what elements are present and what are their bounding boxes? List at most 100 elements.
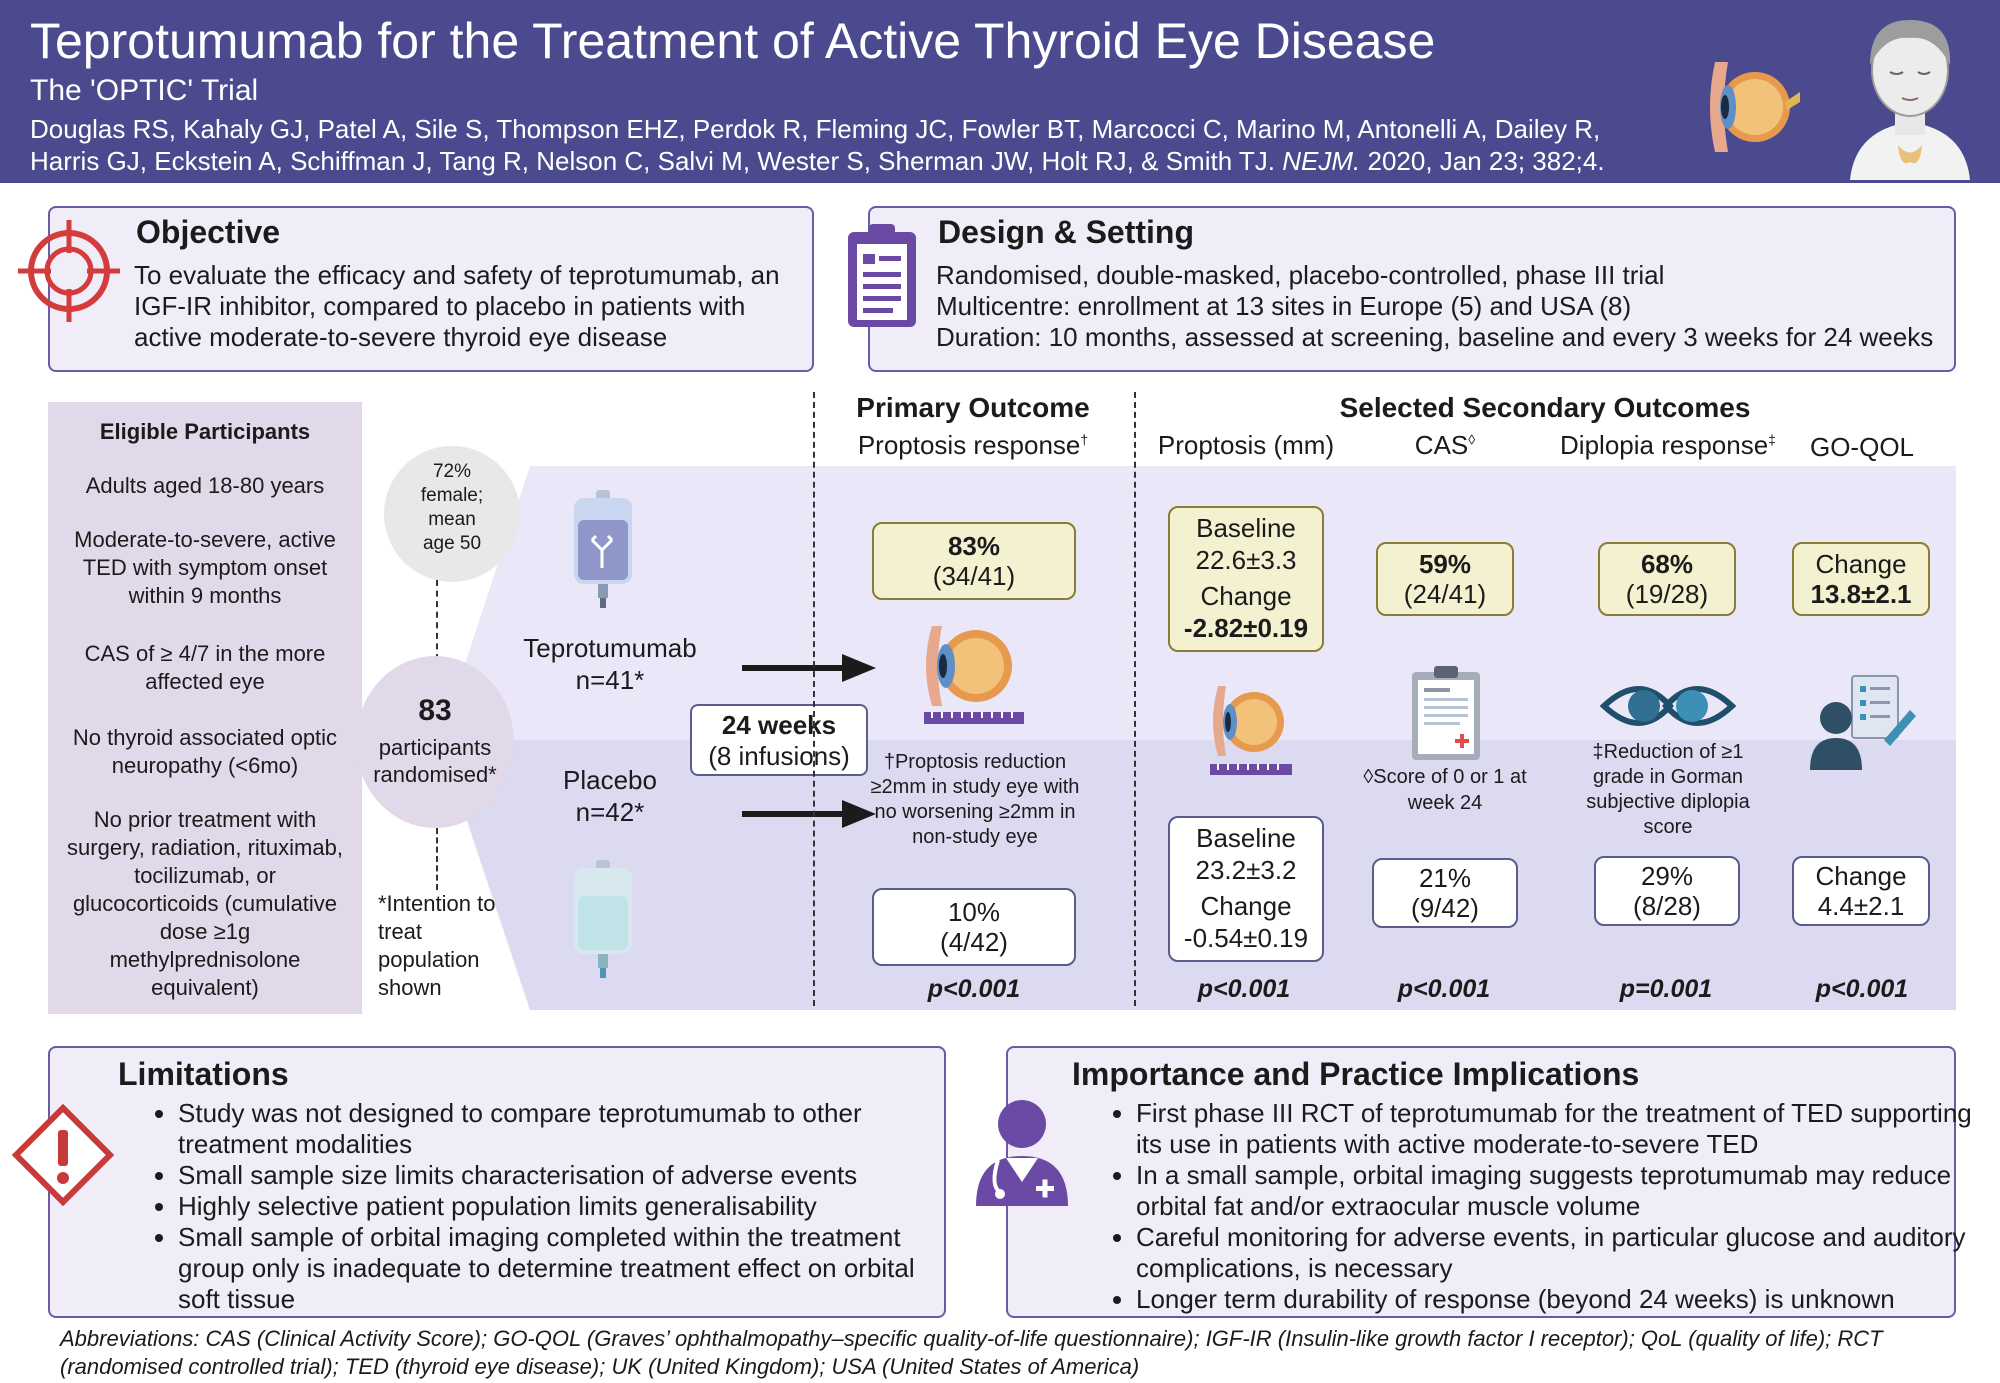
goqol-p-value-text: 4.4±2.1	[1817, 891, 1905, 921]
diplopia-t-frac: (19/28)	[1625, 579, 1709, 609]
randomised-label: participants randomised*	[373, 735, 497, 787]
primary-treatment-result: 83% (34/41)	[872, 522, 1076, 600]
iv-bag-icon	[574, 490, 632, 608]
diplopia-p-pct: 29%	[1640, 861, 1694, 891]
randomised-circle: 83 participants randomised*	[356, 656, 514, 828]
proptosis-placebo-result: Baseline 23.2±3.2 Change -0.54±0.19	[1168, 816, 1324, 962]
design-card: Design & Setting Randomised, double-mask…	[868, 206, 1956, 372]
treatment-arm-name: Teprotumumab	[523, 633, 697, 663]
proptosis-p-change: -0.54±0.19	[1183, 923, 1309, 953]
implication-item: First phase III RCT of teprotumumab for …	[1136, 1098, 1976, 1160]
warning-icon	[12, 1104, 114, 1206]
diplopia-mark: ‡	[1768, 431, 1776, 448]
primary-footnote: †Proptosis reduction ≥2mm in study eye w…	[870, 751, 1080, 848]
abbreviations-footnote: Abbreviations: CAS (Clinical Activity Sc…	[60, 1326, 1883, 1379]
eligible-item: CAS of ≥ 4/7 in the more affected eye	[84, 641, 326, 694]
page-title: Teprotumumab for the Treatment of Active…	[30, 13, 1436, 69]
cas-footnote: ◊Score of 0 or 1 at week 24	[1363, 766, 1527, 814]
goqol-t-label: Change	[1815, 549, 1907, 579]
clipboard-icon	[848, 224, 916, 327]
cas-t-frac: (24/41)	[1403, 579, 1487, 609]
treatment-arm: Teprotumumab n=41*	[500, 632, 720, 696]
goqol-t-value: 13.8±2.1	[1810, 579, 1912, 609]
cas-heading: CAS◊	[1380, 430, 1510, 461]
patient-face-icon	[1850, 20, 1970, 180]
connector-line	[436, 580, 438, 660]
authors-line-1: Douglas RS, Kahaly GJ, Patel A, Sile S, …	[30, 114, 1601, 144]
checklist-clipboard-icon	[1412, 666, 1480, 760]
target-icon	[18, 220, 120, 322]
implications-card: Importance and Practice Implications Fir…	[1006, 1046, 1972, 1318]
page-subtitle: The 'OPTIC' Trial	[30, 74, 259, 107]
doctor-icon	[976, 1100, 1068, 1206]
proptosis-t-baseline: 22.6±3.3	[1195, 545, 1297, 575]
proptosis-treatment-result: Baseline 22.6±3.3 Change -2.82±0.19	[1168, 506, 1324, 652]
design-text: Randomised, double-masked, placebo-contr…	[936, 260, 1946, 353]
double-vision-eyes-icon	[1600, 686, 1736, 726]
limitations-heading: Limitations	[118, 1056, 289, 1092]
goqol-heading: GO-QOL	[1809, 432, 1914, 462]
goqol-placebo-result: Change 4.4±2.1	[1792, 856, 1930, 926]
demographics-bubble: 72% female; mean age 50	[384, 446, 520, 582]
eye-ruler-icon	[924, 626, 1024, 724]
goqol-p-label: Change	[1815, 861, 1907, 891]
primary-treatment-frac: (34/41)	[932, 561, 1016, 591]
limitation-item: Small sample size limits characterisatio…	[178, 1160, 958, 1191]
proptosis-t-change: -2.82±0.19	[1183, 613, 1309, 643]
primary-placebo-pct: 10%	[947, 897, 1001, 927]
objective-card: Objective To evaluate the efficacy and s…	[48, 206, 814, 372]
primary-p-value: p<0.001	[927, 975, 1021, 1003]
primary-placebo-frac: (4/42)	[940, 927, 1008, 957]
primary-subheading: Proptosis response†	[828, 430, 1118, 461]
proptosis-p-change-label: Change	[1200, 891, 1292, 921]
connector-line	[436, 828, 438, 890]
proptosis-p-baseline: 23.2±3.2	[1195, 855, 1297, 885]
implication-item: In a small sample, orbital imaging sugge…	[1136, 1160, 1976, 1222]
diplopia-placebo-result: 29% (8/28)	[1594, 856, 1740, 926]
proptosis-p-baseline-label: Baseline	[1196, 823, 1296, 853]
demographics-text: 72% female; mean age 50	[420, 461, 484, 554]
proptosis-t-baseline-label: Baseline	[1196, 513, 1296, 543]
proptosis-t-change-label: Change	[1200, 581, 1292, 611]
column-separator	[813, 392, 815, 1006]
limitations-list: Study was not designed to compare teprot…	[142, 1098, 958, 1315]
primary-treatment-pct: 83%	[947, 531, 1001, 561]
implication-item: Longer term durability of response (beyo…	[1136, 1284, 1976, 1315]
iv-bag-icon	[574, 860, 632, 978]
itt-note: *Intention to treat population shown	[378, 891, 496, 1000]
cas-p-value: p<0.001	[1397, 975, 1491, 1003]
cas-t-pct: 59%	[1418, 549, 1472, 579]
implications-heading: Importance and Practice Implications	[1072, 1056, 1640, 1092]
cas-p-pct: 21%	[1418, 863, 1472, 893]
treatment-arm-n: n=41*	[575, 665, 645, 695]
limitation-item: Study was not designed to compare teprot…	[178, 1098, 958, 1160]
placebo-arm-n: n=42*	[575, 797, 645, 827]
diplopia-p-frac: (8/28)	[1633, 891, 1701, 921]
cas-mark: ◊	[1468, 431, 1476, 448]
diplopia-p-value: p=0.001	[1619, 975, 1713, 1003]
treatment-arrow	[742, 654, 876, 682]
diplopia-treatment-result: 68% (19/28)	[1598, 542, 1736, 616]
limitation-item: Small sample of orbital imaging complete…	[178, 1222, 958, 1315]
duration-infusions: (8 infusions)	[708, 741, 850, 771]
secondary-heading: Selected Secondary Outcomes	[1339, 392, 1751, 423]
eye-ruler-icon	[1210, 686, 1292, 775]
diplopia-heading: Diplopia response‡	[1548, 430, 1788, 461]
limitations-card: Limitations Study was not designed to co…	[48, 1046, 946, 1318]
eligible-item: No thyroid associated optic neuropathy (…	[72, 725, 338, 778]
cas-p-frac: (9/42)	[1411, 893, 1479, 923]
dagger-mark: †	[1080, 431, 1089, 448]
goqol-p-value: p<0.001	[1815, 975, 1909, 1003]
eligible-item: No prior treatment with surgery, radiati…	[67, 807, 343, 1000]
diplopia-heading-text: Diplopia response	[1560, 430, 1769, 460]
citation: 2020, Jan 23; 382;4.	[1367, 146, 1605, 176]
header-banner: Teprotumumab for the Treatment of Active…	[0, 0, 2000, 183]
placebo-arm-name: Placebo	[563, 765, 657, 795]
goqol-treatment-result: Change 13.8±2.1	[1792, 542, 1930, 616]
objective-heading: Objective	[136, 214, 281, 250]
diplopia-t-pct: 68%	[1640, 549, 1694, 579]
design-line-3: Duration: 10 months, assessed at screeni…	[936, 322, 1934, 352]
placebo-arm: Placebo n=42*	[500, 764, 720, 828]
authors-line-2: Harris GJ, Eckstein A, Schiffman J, Tang…	[30, 146, 1605, 177]
cas-heading-text: CAS	[1414, 430, 1469, 460]
